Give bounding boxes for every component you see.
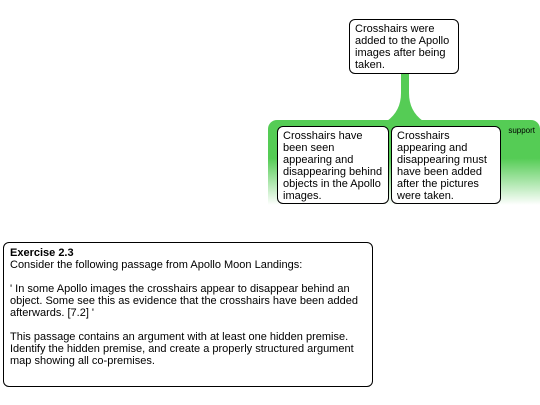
premise-claim[interactable]: Crosshairs appearing and disappearing mu… xyxy=(391,126,501,204)
premise-claim[interactable]: Crosshairs have been seen appearing and … xyxy=(277,126,389,204)
support-connector xyxy=(387,73,423,121)
exercise-task: This passage contains an argument with a… xyxy=(10,331,354,367)
exercise-intro: Consider the following passage from Apol… xyxy=(10,259,303,271)
exercise-quote: ' In some Apollo images the crosshairs a… xyxy=(10,283,358,319)
exercise-title: Exercise 2.3 xyxy=(10,247,74,259)
support-label: support xyxy=(508,126,535,135)
conclusion-claim[interactable]: Crosshairs were added to the Apollo imag… xyxy=(349,19,459,74)
exercise-panel: Exercise 2.3 Consider the following pass… xyxy=(3,242,373,387)
